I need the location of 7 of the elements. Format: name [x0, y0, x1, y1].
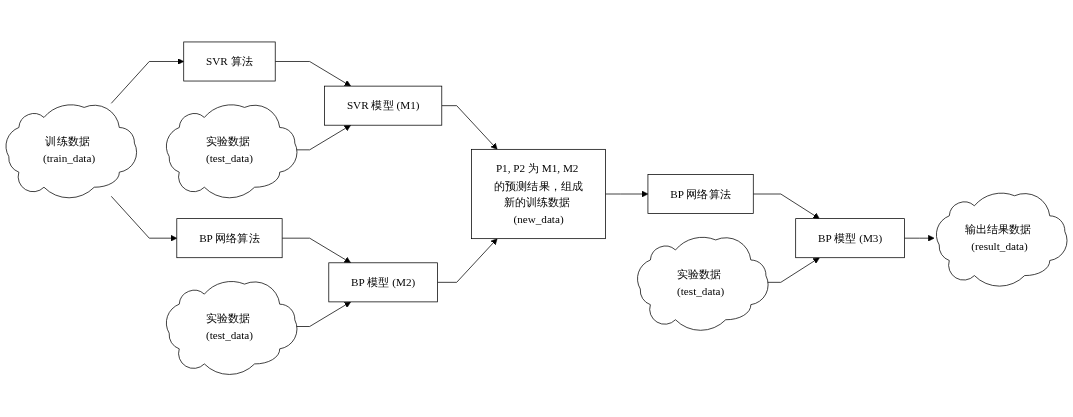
- node-box: P1, P2 为 M1, M2 的预测结果，组成新的训练数据 (new_data): [471, 149, 606, 240]
- node-box: SVR 算法: [183, 41, 276, 82]
- node-box: BP 网络算法: [647, 174, 754, 215]
- node-box: BP 模型 (M3): [795, 218, 905, 259]
- node-box: BP 模型 (M2): [328, 262, 438, 303]
- node-box: BP 网络算法: [176, 218, 283, 259]
- node-box: SVR 模型 (M1): [324, 86, 443, 126]
